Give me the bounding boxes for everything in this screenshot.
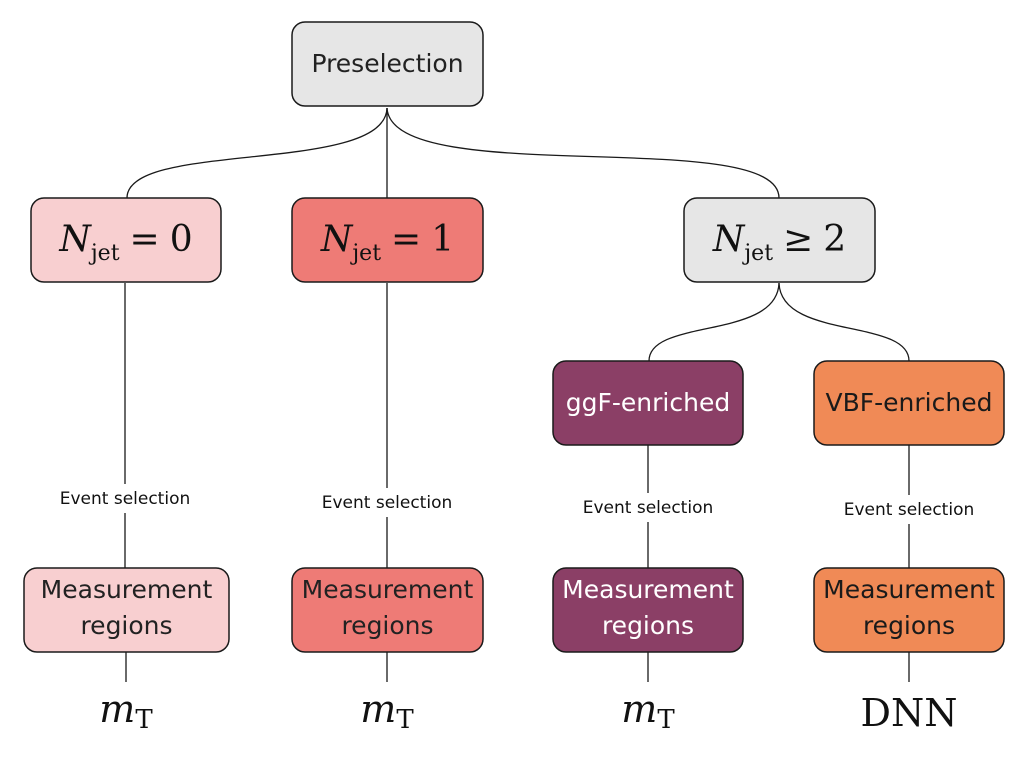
preselection-node: Preselection — [291, 21, 484, 107]
measurement-label-2-line1: Measurement — [302, 575, 474, 604]
edge-label-event-selection-4: Event selection — [844, 500, 975, 520]
observable-2-subscript: T — [396, 705, 414, 735]
njet-2-value: 2 — [823, 219, 846, 260]
observable-1-subscript: T — [135, 705, 153, 735]
observable-1-symbol: m — [99, 687, 135, 731]
connector-njet2-to-ggf — [648, 282, 780, 362]
connector-root-to-njet0 — [126, 107, 388, 199]
observable-3-symbol: m — [621, 687, 657, 731]
vbf-enriched-node: VBF-enriched — [813, 360, 1005, 446]
preselection-label: Preselection — [311, 49, 463, 78]
njet-2-relation: ≥ — [783, 219, 813, 260]
ggf-enriched-node: ggF-enriched — [552, 360, 744, 446]
measurement-label-4-line1: Measurement — [823, 575, 995, 604]
measurement-regions-node-3: Measurement regions — [552, 567, 744, 653]
observable-4: DNN — [861, 691, 958, 735]
measurement-label-3-line1: Measurement — [562, 575, 734, 604]
njet-1-relation: = — [391, 219, 421, 260]
vbf-enriched-label: VBF-enriched — [826, 388, 993, 417]
observable-4-symbol: DNN — [861, 691, 958, 735]
observable-2: mT — [360, 687, 414, 735]
measurement-regions-node-4: Measurement regions — [813, 567, 1005, 653]
ggf-enriched-label: ggF-enriched — [566, 388, 730, 417]
connectors — [124, 107, 910, 682]
connector-root-to-njet2 — [386, 107, 780, 199]
observable-2-symbol: m — [360, 687, 396, 731]
njet-0-relation: = — [130, 219, 160, 260]
njet-0-node: Njet =0 — [30, 197, 222, 283]
measurement-label-2-line2: regions — [341, 611, 433, 640]
njet-2-label: Njet ≥2 — [712, 219, 846, 266]
observable-3: mT — [621, 687, 675, 735]
njet-2-symbol: N — [712, 219, 746, 260]
measurement-label-3-line2: regions — [602, 611, 694, 640]
edge-label-event-selection-1: Event selection — [60, 489, 191, 509]
njet-0-label: Njet =0 — [58, 219, 192, 266]
njet-0-subscript: jet — [88, 241, 120, 266]
njet-0-symbol: N — [58, 219, 92, 260]
njet-1-node: Njet =1 — [291, 197, 484, 283]
connector-njet2-to-vbf — [778, 282, 910, 362]
njet-1-subscript: jet — [349, 241, 381, 266]
njet-2-node: Njet ≥2 — [683, 197, 876, 283]
njet-1-label: Njet =1 — [320, 219, 454, 266]
njet-1-value: 1 — [431, 219, 454, 260]
edge-label-event-selection-2: Event selection — [322, 493, 453, 513]
measurement-label-1-line1: Measurement — [41, 575, 213, 604]
measurement-regions-node-2: Measurement regions — [291, 567, 484, 653]
edge-label-event-selection-3: Event selection — [583, 498, 714, 518]
njet-1-symbol: N — [320, 219, 354, 260]
measurement-regions-node-1: Measurement regions — [23, 567, 230, 653]
observable-3-subscript: T — [657, 705, 675, 735]
njet-0-value: 0 — [170, 219, 193, 260]
njet-2-subscript: jet — [741, 241, 773, 266]
measurement-label-1-line2: regions — [80, 611, 172, 640]
observable-1: mT — [99, 687, 153, 735]
measurement-label-4-line2: regions — [863, 611, 955, 640]
